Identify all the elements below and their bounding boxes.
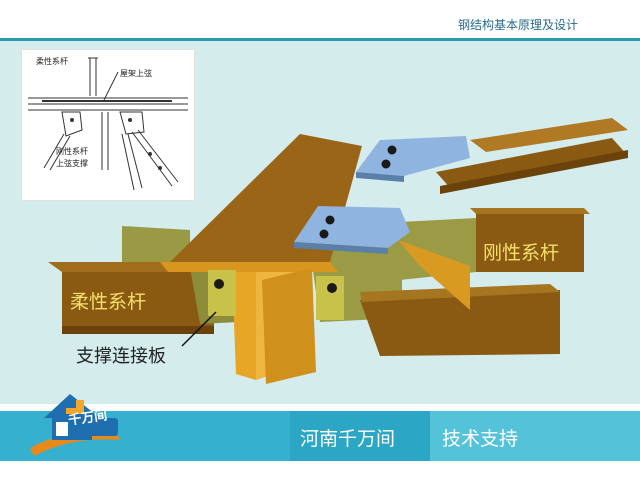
header: 钢结构基本原理及设计	[0, 0, 640, 41]
label-bracing-plate: 支撑连接板	[76, 346, 166, 367]
bracing-plate	[208, 270, 236, 316]
rigid-bar-side	[476, 214, 584, 272]
inset-drawing: 柔性系杆 屋架上弦 刚性系杆 上弦支撑	[22, 50, 194, 200]
diagonal-brace	[398, 240, 470, 310]
inset-label-truss-top-chord: 屋架上弦	[120, 69, 152, 78]
inset-label-flexible-bar: 柔性系杆	[36, 57, 68, 66]
label-flexible-bar: 柔性系杆	[70, 291, 147, 313]
callout-line	[181, 311, 217, 347]
bracing-plate-2	[316, 276, 344, 320]
page-title: 钢结构基本原理及设计	[457, 18, 578, 32]
bolt	[214, 279, 224, 289]
upper-right-beam-web	[436, 138, 628, 190]
rigid-bar-top	[470, 208, 590, 214]
upper-right-beam	[470, 118, 628, 152]
bolt	[319, 229, 329, 239]
bolt	[387, 145, 397, 155]
upper-right-beam-flange	[440, 150, 628, 194]
flexible-bar-body	[62, 272, 214, 326]
bolt	[325, 215, 335, 225]
inset-label-rigid-bar: 刚性系杆	[56, 147, 88, 156]
rigid-bar-lower	[360, 290, 560, 356]
footer-right-panel	[430, 411, 640, 461]
gusset-plate-upper-edge	[356, 172, 404, 182]
bolt	[327, 283, 337, 293]
support-label: 技术支持	[442, 428, 519, 450]
house-logo	[30, 394, 120, 456]
footer-left-panel	[0, 411, 290, 461]
gusset-plate-lower-edge	[294, 242, 388, 254]
main-beam-flange	[160, 262, 338, 272]
flexible-bar-flange-bottom	[62, 326, 214, 334]
company-name: 河南千万间	[300, 428, 396, 450]
header-divider	[0, 38, 640, 41]
label-rigid-bar: 刚性系杆	[483, 242, 560, 264]
bolt	[381, 159, 391, 169]
main-beam-web-left	[232, 272, 256, 380]
main-beam-bottom-flange	[262, 268, 316, 384]
inset-sketch	[28, 57, 188, 191]
inset-label-top-chord-bracing: 上弦支撑	[56, 159, 88, 168]
